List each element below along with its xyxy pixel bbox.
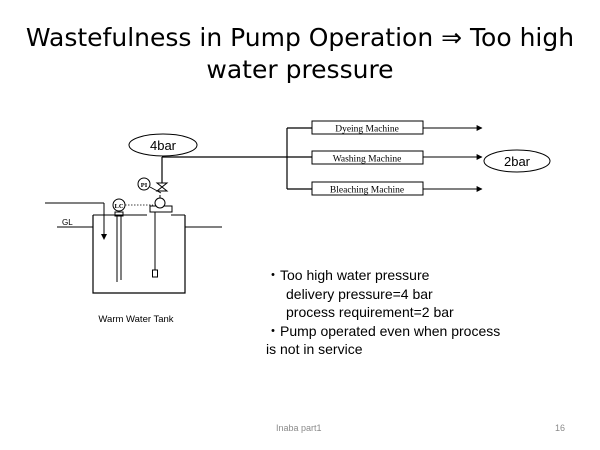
pressure-label-high: 4bar <box>150 138 177 153</box>
level-sensor-head <box>114 211 124 217</box>
foot-valve <box>152 269 158 278</box>
slide-title-line-2: water pressure <box>206 55 394 84</box>
ground-level-label: GL <box>62 218 73 227</box>
tank-label: Warm Water Tank <box>98 314 173 325</box>
slide-title-line-1: Wastefulness in Pump Operation ⇒ Too hig… <box>25 23 575 52</box>
machine-label-washing: Washing Machine <box>333 155 402 165</box>
footer-author: Inaba part1 <box>276 423 322 433</box>
note-pump-operated: ・Pump operated even when process <box>266 322 501 339</box>
pressure-indicator-icon <box>137 177 151 191</box>
pressure-indicator-label: PI <box>141 182 148 189</box>
note-too-high-pressure: ・Too high water pressure <box>266 267 430 283</box>
pressure-bubble-low <box>483 149 551 173</box>
slide-title: Wastefulness in Pump Operation ⇒ Too hig… <box>0 22 600 86</box>
pressure-bubble-high <box>128 133 198 157</box>
machine-label-bleaching: Bleaching Machine <box>330 186 404 196</box>
pressure-label-low: 2bar <box>504 154 531 169</box>
inlet-arrow-icon <box>101 234 107 240</box>
notes-list: ・Too high water pressure delivery pressu… <box>266 266 566 359</box>
footer-page-number: 16 <box>555 423 566 433</box>
note-delivery-pressure: delivery pressure=4 bar <box>286 285 433 302</box>
valve-icon <box>155 182 169 192</box>
warm-water-tank <box>92 215 186 294</box>
pi-tap-line <box>149 186 162 194</box>
note-not-in-service: is not in service <box>266 341 363 357</box>
note-process-requirement: process requirement=2 bar <box>286 304 454 320</box>
machine-label-dyeing: Dyeing Machine <box>335 125 399 135</box>
level-controller-label: LC <box>114 203 123 210</box>
pump-icon <box>154 197 166 209</box>
